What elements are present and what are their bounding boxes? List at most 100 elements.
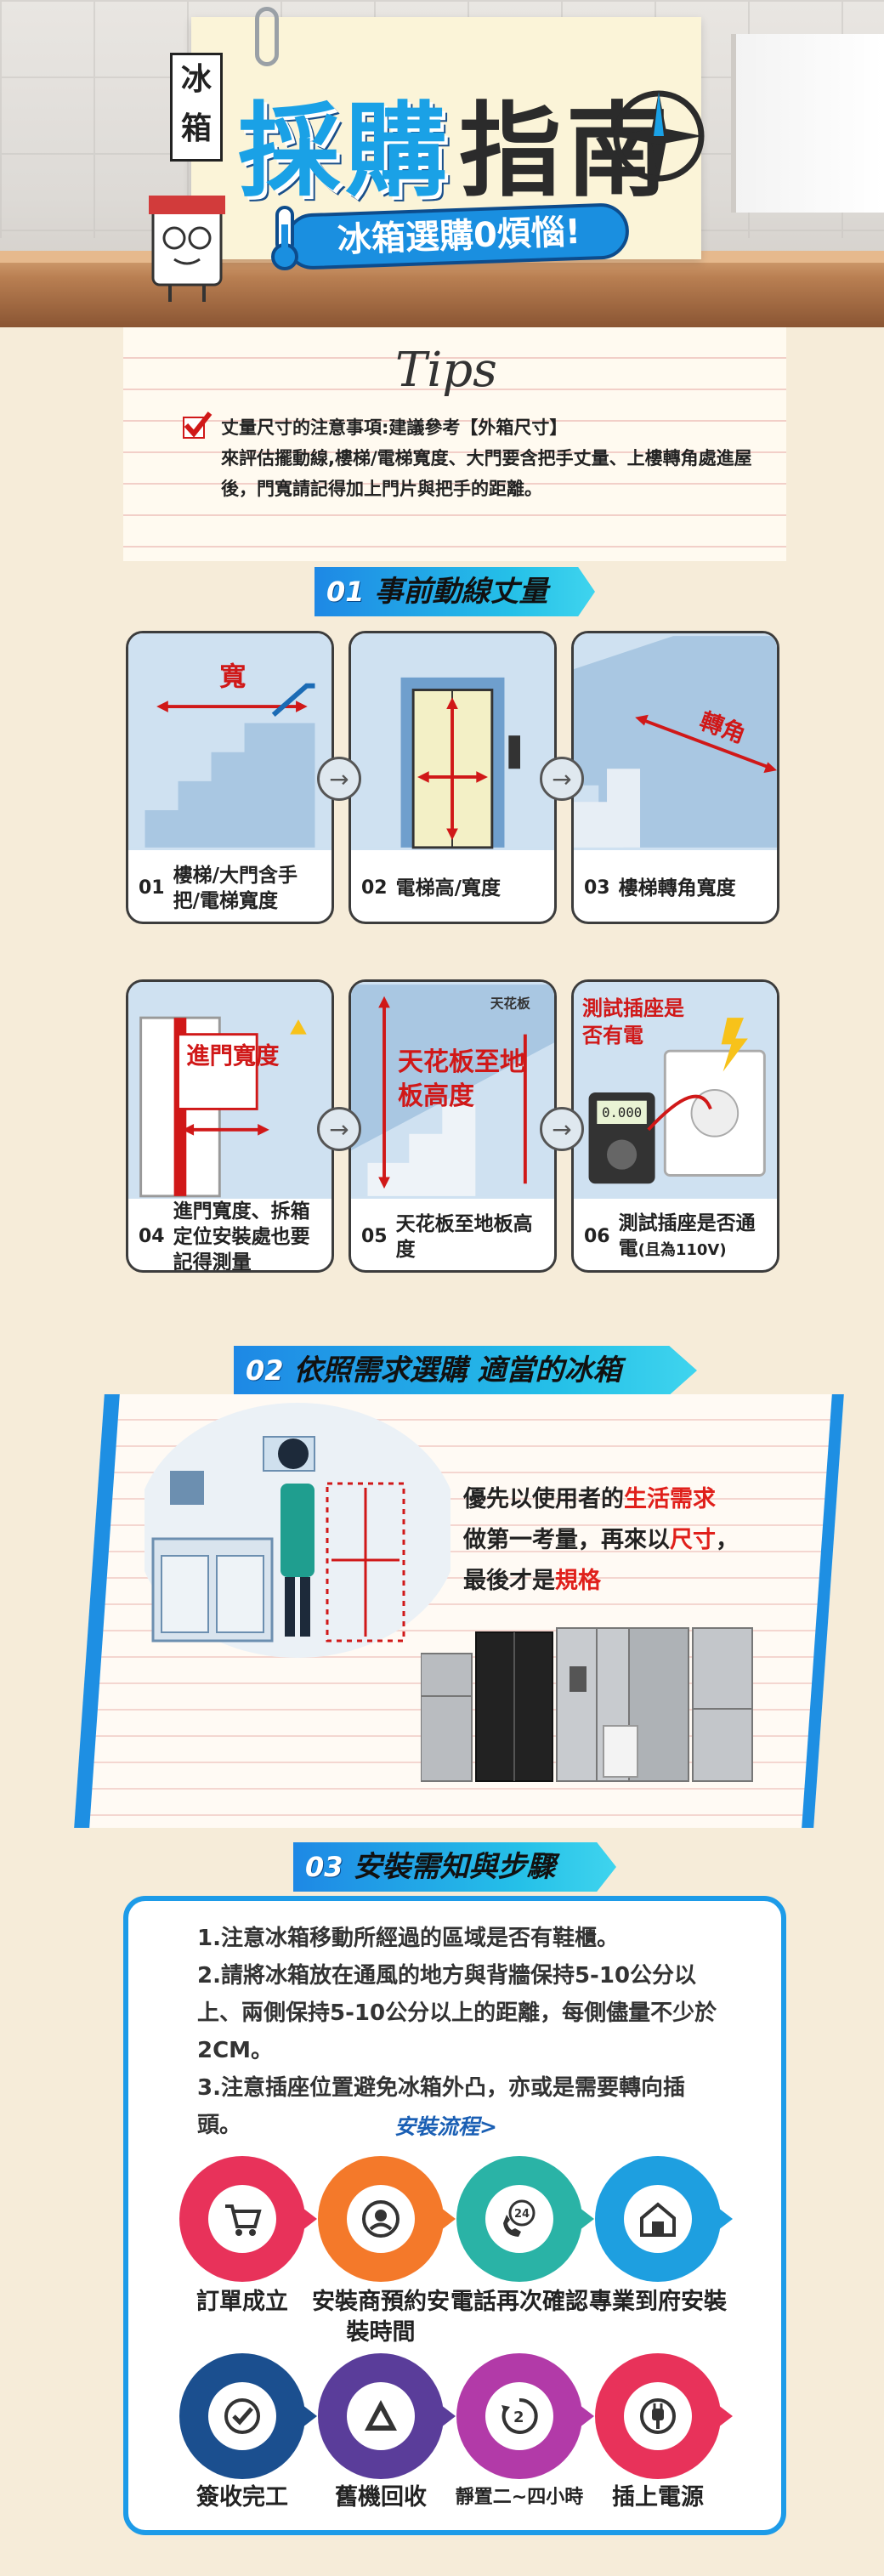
check-circle-icon	[208, 2382, 276, 2450]
section2-number: 02	[246, 1354, 284, 1387]
tips-text: 丈量尺寸的注意事項:建議參考【外箱尺寸】 來評估擺動線,樓梯/電梯寬度、大門要含…	[221, 412, 765, 504]
section1-title: 事前動線丈量	[374, 575, 548, 609]
flow-step-1	[174, 2151, 317, 2287]
plug-icon	[624, 2382, 692, 2450]
card3-caption: 03 樓梯轉角寬度	[574, 850, 777, 922]
step-card-5: 天花板 天花板至地板高度 05 天花板至地板高度	[348, 979, 557, 1273]
section2-text-d: 最後才是	[463, 1568, 555, 1594]
card2-caption: 02 電梯高/寬度	[351, 850, 554, 922]
section3-banner: 03 安裝需知與步驟	[293, 1842, 616, 1892]
tips-title: Tips	[395, 343, 497, 398]
card4-caption: 04 進門寬度、拆箱定位安裝處也要記得測量	[128, 1199, 332, 1273]
flow-step-6	[313, 2348, 456, 2484]
card5-caption: 05 天花板至地板高度	[351, 1199, 554, 1270]
section3-title: 安裝需知與步驟	[353, 1850, 556, 1884]
card2-label: 電梯高/寬度	[395, 877, 502, 899]
flow-step-8-label: 插上電源	[612, 2484, 704, 2511]
flow-step-2	[313, 2151, 456, 2287]
compass-icon	[613, 90, 705, 182]
hero-tag: 冰箱	[170, 53, 223, 162]
agent-icon	[347, 2185, 415, 2253]
section1-banner: 01 事前動線丈量	[314, 567, 595, 616]
card2-number: 02	[361, 877, 388, 899]
card6-illus-text: 測試插座是否有電	[582, 996, 684, 1047]
arrow-right-icon: →	[317, 1107, 361, 1151]
outlet-test-illustration: 0.000	[574, 982, 777, 1199]
card1-caption: 01 樓梯/大門含手把/電梯寬度	[128, 850, 332, 922]
hero-banner: 冰箱 採購 指南 冰箱選購0煩惱!	[0, 0, 884, 327]
section2-highlight-2: 尺寸	[670, 1527, 716, 1553]
install-notes: 1.注意冰箱移動所經過的區域是否有鞋櫃。 2.請將冰箱放在通風的地方與背牆保持5…	[197, 1920, 724, 2144]
section2-line-3: 最後才是規格	[463, 1561, 803, 1602]
flow-step-5	[174, 2348, 317, 2484]
section3-number: 03	[305, 1851, 343, 1883]
install-note-2: 2.請將冰箱放在通風的地方與背牆保持5-10公分以上、兩側保持5-10公分以上的…	[197, 1963, 717, 2063]
section2-title: 依照需求選購 適當的冰箱	[293, 1353, 622, 1387]
step-card-3: 轉角 03 樓梯轉角寬度	[571, 631, 779, 924]
tips-line-1: 丈量尺寸的注意事項:建議參考【外箱尺寸】	[221, 417, 568, 438]
elevator-illustration	[351, 633, 554, 850]
card1-label: 樓梯/大門含手把/電梯寬度	[173, 865, 298, 912]
flow-step-4	[590, 2151, 733, 2287]
card5-illus-text: 天花板至地板高度	[398, 1047, 525, 1111]
flow-step-1-label: 訂單成立	[196, 2289, 288, 2315]
card1-number: 01	[139, 877, 165, 899]
meter-readout: 0.000	[602, 1105, 642, 1121]
flow-step-2-label: 安裝商預約安裝時間	[312, 2289, 450, 2346]
svg-text:24: 24	[514, 2208, 530, 2221]
card6-label-small: (且為110V)	[638, 1241, 727, 1259]
flow-step-7: 2	[451, 2348, 594, 2484]
section2-text-c: ，	[716, 1527, 739, 1553]
kitchen-illustration	[144, 1403, 450, 1658]
arrow-right-icon: →	[540, 757, 584, 801]
hero-title-dark: 指南	[459, 93, 673, 211]
flow-step-3: 24	[451, 2151, 594, 2287]
section2-highlight-3: 規格	[555, 1568, 601, 1594]
tips-line-2: 來評估擺動線,樓梯/電梯寬度、大門要含把手丈量、上樓轉角處進屋後，門寬請記得加上…	[221, 448, 752, 499]
card4-illus-text: 進門寬度	[186, 1042, 280, 1070]
card6-number: 06	[584, 1226, 610, 1247]
section2-highlight-1: 生活需求	[624, 1486, 716, 1512]
card5-label: 天花板至地板高度	[395, 1213, 533, 1261]
section2-banner: 02 依照需求選購 適當的冰箱	[234, 1346, 697, 1395]
window	[731, 34, 884, 213]
flow-step-7-label: 靜置二~四小時	[455, 2487, 584, 2508]
recycle-icon	[347, 2382, 415, 2450]
section2-text-a: 優先以使用者的	[463, 1486, 624, 1512]
flow-step-5-label: 簽收完工	[196, 2484, 288, 2511]
thermometer-icon	[271, 206, 298, 270]
card4-number: 04	[139, 1226, 165, 1247]
checkbox-icon	[183, 411, 212, 439]
install-note-1: 1.注意冰箱移動所經過的區域是否有鞋櫃。	[197, 1926, 619, 1951]
stair-corner-illustration: 轉角	[574, 633, 777, 850]
step-card-2: 02 電梯高/寬度	[348, 631, 557, 924]
arrow-right-icon: →	[540, 1107, 584, 1151]
timer-icon: 2	[485, 2382, 553, 2450]
install-flow-label: 安裝流程>	[394, 2114, 497, 2139]
card6-label: 測試插座是否通電	[618, 1212, 756, 1260]
phone-24-icon: 24	[485, 2185, 553, 2253]
hero-title-blue: 採購	[238, 93, 452, 211]
paperclip-icon	[255, 7, 279, 66]
flow-step-3-label: 電話再次確認	[450, 2289, 588, 2315]
card5-corner-text: 天花板	[490, 995, 530, 1011]
step-card-6: 0.000 測試插座是否有電 06 測試插座是否通電(且為110V)	[571, 979, 779, 1273]
card6-caption: 06 測試插座是否通電(且為110V)	[574, 1199, 777, 1270]
ceiling-height-illustration: 天花板	[351, 982, 554, 1199]
stairs-width-illustration: 寬	[128, 633, 332, 850]
arrow-right-icon: →	[317, 757, 361, 801]
card5-number: 05	[361, 1226, 388, 1247]
refrigerators-illustration	[421, 1627, 753, 1782]
flow-step-4-label: 專業到府安裝	[589, 2289, 727, 2315]
step-card-1: 寬 01 樓梯/大門含手把/電梯寬度	[126, 631, 334, 924]
svg-text:2: 2	[513, 2409, 524, 2426]
flow-step-8	[590, 2348, 733, 2484]
section1-number: 01	[326, 576, 365, 608]
card1-illus-text: 寬	[219, 662, 246, 693]
section2-text: 優先以使用者的生活需求 做第一考量，再來以尺寸， 最後才是規格	[463, 1479, 803, 1602]
section2-text-b: 做第一考量，再來以	[463, 1527, 670, 1553]
section2-line-1: 優先以使用者的生活需求	[463, 1479, 803, 1520]
card4-label: 進門寬度、拆箱定位安裝處也要記得測量	[173, 1200, 310, 1273]
step-card-4: 進門寬度 04 進門寬度、拆箱定位安裝處也要記得測量	[126, 979, 334, 1273]
section2-line-2: 做第一考量，再來以尺寸，	[463, 1520, 803, 1561]
